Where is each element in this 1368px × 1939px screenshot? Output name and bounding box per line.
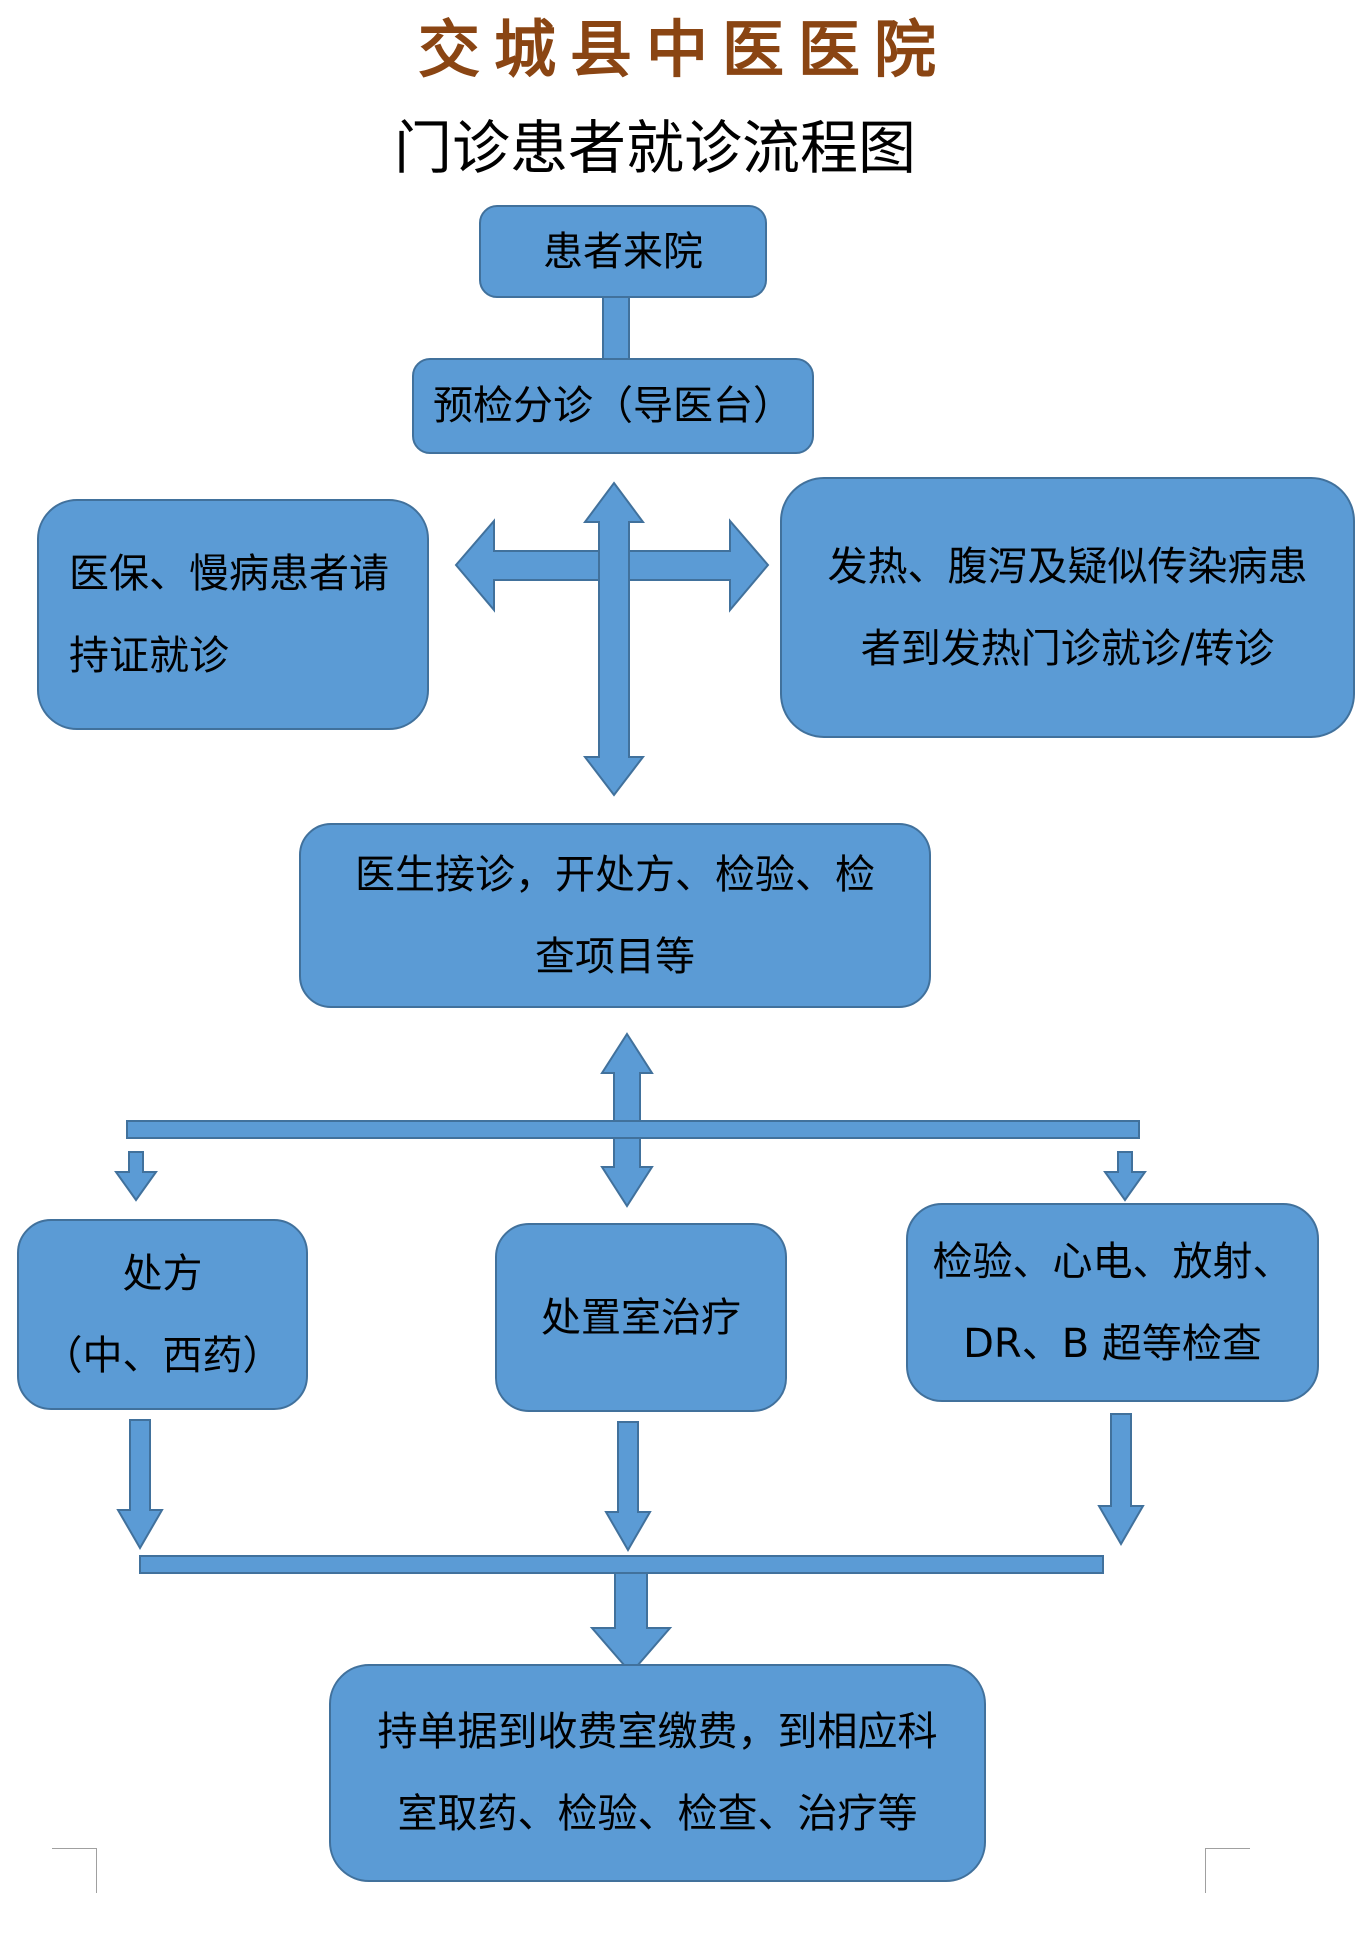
collection-bar [139,1555,1104,1574]
node-doctor-line-1: 医生接诊，开处方、检验、检 [355,851,875,898]
arrow-to-payment [589,1572,673,1675]
arrow-to-exams [1103,1151,1147,1202]
node-doctor: 医生接诊，开处方、检验、检 查项目等 [299,823,931,1008]
node-prescription: 处方 （中、西药） [17,1219,308,1410]
node-exams-line-1: 检验、心电、放射、 [932,1238,1293,1285]
node-payment-line-2: 室取药、检验、检查、治疗等 [397,1791,918,1837]
node-payment-line-1: 持单据到收费室缴费，到相应科 [377,1709,938,1755]
node-insurance: 医保、慢病患者请 持证就诊 [37,499,429,730]
node-arrival-text: 患者来院 [543,228,703,275]
connector-arrival-triage [602,295,630,360]
node-fever-line-2: 者到发热门诊就诊/转诊 [860,625,1275,672]
node-treatment: 处置室治疗 [495,1223,787,1412]
arrow-left-to-insurance [454,518,615,613]
chart-title: 门诊患者就诊流程图 [393,114,916,182]
node-triage-text: 预检分诊（导医台） [433,383,793,429]
distribution-bar [126,1120,1140,1139]
hospital-name: 交城县中医医院 [417,13,950,86]
arrow-triage-doctor-bidirectional [582,481,646,797]
node-exams-line-2: DR、B 超等检查 [963,1320,1262,1367]
node-fever-line-1: 发热、腹泻及疑似传染病患 [827,543,1308,590]
arrow-treatment-down [604,1421,652,1552]
arrow-to-prescription [114,1151,158,1202]
arrow-exams-down [1097,1413,1145,1546]
node-triage: 预检分诊（导医台） [412,358,814,454]
node-exams: 检验、心电、放射、 DR、B 超等检查 [906,1203,1319,1402]
node-insurance-line-1: 医保、慢病患者请 [69,550,389,597]
node-treatment-text: 处置室治疗 [541,1294,741,1341]
node-fever: 发热、腹泻及疑似传染病患 者到发热门诊就诊/转诊 [780,477,1355,738]
node-insurance-line-2: 持证就诊 [69,632,229,679]
arrow-right-to-fever [625,518,770,613]
page-corner-mark-left [52,1848,97,1893]
page-corner-mark-right [1205,1848,1250,1893]
node-prescription-line-2: （中、西药） [42,1332,283,1379]
node-prescription-line-1: 处方 [122,1250,203,1297]
arrow-prescription-down [116,1419,164,1550]
node-payment: 持单据到收费室缴费，到相应科 室取药、检验、检查、治疗等 [329,1664,986,1882]
node-arrival: 患者来院 [479,205,767,298]
node-doctor-line-2: 查项目等 [535,933,695,980]
